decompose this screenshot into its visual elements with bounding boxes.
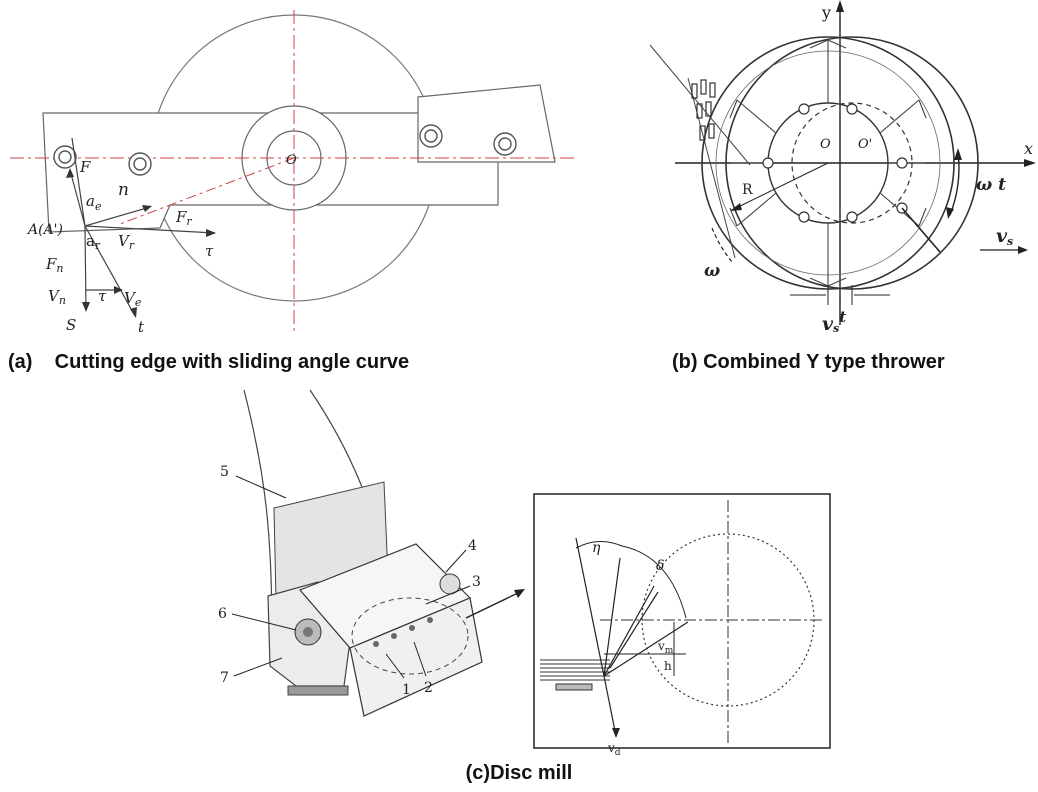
label-vd: vd bbox=[607, 741, 621, 758]
caption-a: (a) Cutting edge with sliding angle curv… bbox=[8, 351, 410, 373]
bolt-holes bbox=[53, 124, 517, 176]
radius-line bbox=[119, 157, 295, 225]
y-thrower-diagram: y x O O' R ω t vs ω vst bbox=[649, 0, 1036, 335]
blade-bolts bbox=[373, 617, 433, 647]
disc-mill-diagram: 1 2 3 4 5 6 7 bbox=[218, 389, 831, 758]
eta-arc bbox=[575, 541, 623, 549]
label-vs: vs bbox=[996, 225, 1013, 248]
part-numbers: 1 2 3 4 5 6 7 bbox=[218, 464, 481, 698]
straw-blocks bbox=[691, 79, 716, 141]
delta-arc bbox=[621, 545, 687, 619]
label-Fn: Fn bbox=[45, 255, 64, 275]
label-omega: ω bbox=[704, 261, 720, 281]
label-Fr: Fr bbox=[175, 208, 192, 228]
label-O: O bbox=[820, 137, 831, 152]
omega-t-arrow-down bbox=[946, 207, 954, 219]
label-Ve: Ve bbox=[124, 289, 142, 309]
straw-bundle bbox=[540, 659, 610, 681]
panel-y-thrower: y x O O' R ω t vs ω vst bbox=[640, 0, 1038, 340]
blade-lines bbox=[575, 537, 689, 737]
vector-arrowheads bbox=[66, 168, 216, 318]
mill-front bbox=[349, 597, 483, 717]
feed-line-1 bbox=[649, 44, 751, 166]
part-5: 5 bbox=[220, 464, 229, 480]
label-tau-small: τ bbox=[98, 287, 107, 305]
label-S: S bbox=[66, 316, 76, 334]
label-ae: ae bbox=[86, 192, 102, 213]
blade-right bbox=[417, 84, 556, 163]
label-tau: τ bbox=[205, 242, 214, 260]
base-plate bbox=[287, 685, 349, 696]
caption-b: (b) Combined Y type thrower bbox=[672, 351, 945, 373]
label-vm: vm bbox=[657, 639, 674, 656]
vector-lines bbox=[69, 137, 216, 317]
label-O-prime: O' bbox=[858, 137, 872, 152]
part-4: 4 bbox=[468, 538, 477, 554]
label-F: F bbox=[79, 158, 91, 176]
radius-R-arrow bbox=[730, 203, 742, 211]
label-x: x bbox=[1024, 139, 1033, 158]
detail-ellipse bbox=[351, 597, 469, 675]
label-omega-t: ω t bbox=[976, 175, 1006, 195]
panel-cutting-edge: F O n ae A(A') ar Vr Fr τ Fn Vn τ Ve S t bbox=[0, 0, 580, 340]
radius-R-line bbox=[731, 162, 829, 211]
label-O: O bbox=[286, 153, 297, 168]
part-1: 1 bbox=[402, 682, 411, 698]
label-y: y bbox=[821, 3, 831, 22]
x-axis-arrow bbox=[1024, 159, 1036, 167]
label-A: A(A') bbox=[26, 222, 63, 238]
zoom-arrow bbox=[465, 591, 521, 619]
part-3: 3 bbox=[472, 574, 481, 590]
omega-arc bbox=[711, 227, 733, 263]
part-7: 7 bbox=[220, 670, 229, 686]
part-leaders bbox=[231, 475, 471, 679]
zoom-arrowhead bbox=[514, 589, 525, 598]
inset-frame bbox=[533, 493, 831, 749]
y-axis-arrow bbox=[836, 0, 844, 12]
label-vst: vst bbox=[822, 308, 846, 335]
bearing-inner bbox=[303, 627, 313, 637]
part-2: 2 bbox=[424, 680, 433, 696]
label-Vr: Vr bbox=[118, 232, 135, 252]
feed-line-2 bbox=[687, 77, 736, 259]
label-Vn: Vn bbox=[48, 287, 66, 307]
label-eta: η bbox=[592, 540, 601, 556]
vs-arrowhead bbox=[1018, 246, 1028, 254]
label-delta: δ bbox=[656, 558, 664, 574]
cutting-edge-diagram: F O n ae A(A') ar Vr Fr τ Fn Vn τ Ve S t bbox=[10, 10, 575, 336]
anvil bbox=[555, 683, 593, 691]
label-t: t bbox=[138, 318, 145, 336]
panel-disc-mill: 1 2 3 4 5 6 7 bbox=[180, 386, 900, 758]
thrower-arm bbox=[901, 207, 941, 253]
omega-t-arrow-up bbox=[954, 148, 962, 160]
caption-c: (c)Disc mill bbox=[465, 762, 573, 784]
label-h: h bbox=[664, 659, 672, 673]
label-R: R bbox=[742, 182, 753, 198]
label-ar: ar bbox=[86, 232, 101, 252]
spoke-joints bbox=[762, 103, 908, 223]
vd-arrowhead bbox=[612, 728, 620, 738]
label-n: n bbox=[118, 180, 129, 200]
part-6: 6 bbox=[218, 606, 227, 622]
